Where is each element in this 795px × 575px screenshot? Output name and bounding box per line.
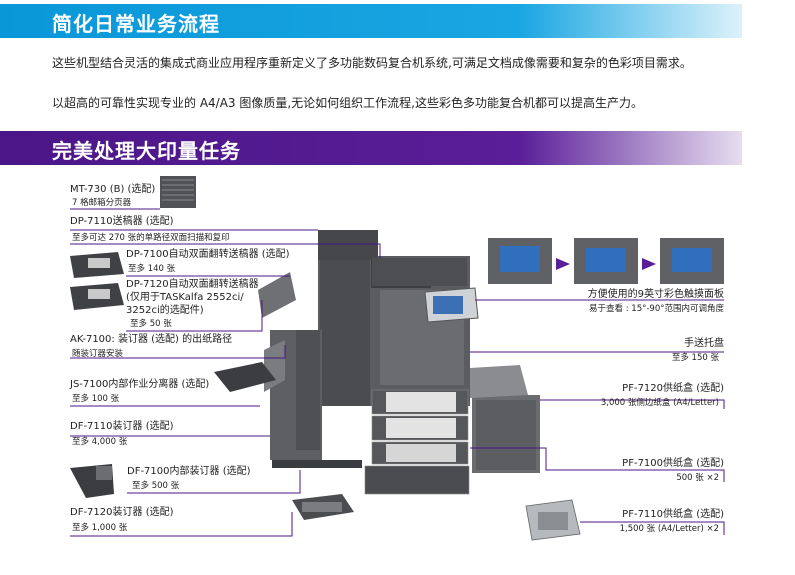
mt730-image	[160, 176, 196, 208]
option-bypass-name: 手送托盘	[684, 338, 724, 349]
option-dp7120-name-line2: (仅用于TASKalfa 2552ci/	[126, 292, 244, 303]
option-dp7110-name: DP-7110送稿器 (选配)	[70, 216, 174, 227]
df7100-image	[70, 464, 114, 498]
option-pf7120-name: PF-7120供纸盒 (选配)	[622, 383, 724, 394]
option-js7100-name: JS-7100内部作业分离器 (选配)	[70, 379, 210, 390]
section-banner-tasks: 完美处理大印量任务	[0, 131, 742, 165]
option-bypass-desc: 至多 150 张	[671, 353, 719, 363]
intro-paragraph-1: 这些机型结合灵活的集成式商业应用程序重新定义了多功能数码复合机系统,可满足文档成…	[52, 56, 692, 70]
option-js7100-desc: 至多 100 张	[72, 394, 120, 404]
option-dp7120-name: DP-7120自动双面翻转送稿器	[126, 279, 259, 290]
option-dp7120-desc: 至多 50 张	[130, 319, 172, 329]
option-pf7110-desc: 1,500 张 (A4/Letter) ×2	[619, 524, 719, 534]
section-title-workflow: 简化日常业务流程	[52, 12, 220, 36]
option-dp7100-name: DP-7100自动双面翻转送稿器 (选配)	[126, 249, 290, 260]
option-ak7100-name: AK-7100: 装订器 (选配) 的出纸路径	[70, 334, 233, 345]
dp7100-image	[70, 252, 124, 278]
js7100-image	[214, 362, 276, 392]
option-df7120-name: DF-7120装订器 (选配)	[70, 507, 174, 518]
option-pf7100-name: PF-7100供纸盒 (选配)	[622, 458, 724, 469]
option-mt730-name: MT-730 (B) (选配)	[70, 184, 156, 195]
df7120-image	[292, 494, 354, 520]
option-dp7100-desc: 至多 140 张	[128, 264, 176, 274]
section-banner-workflow: 简化日常业务流程	[0, 4, 742, 38]
option-df7110-desc: 至多 4,000 张	[72, 437, 128, 447]
intro-paragraph-2: 以超高的可靠性实现专业的 A4/A3 图像质量,无论如何组织工作流程,这些彩色多…	[52, 96, 643, 110]
option-df7100-desc: 至多 500 张	[132, 481, 180, 491]
option-pf7100-desc: 500 张 ×2	[676, 473, 719, 483]
side-paper-feeder-image	[470, 365, 540, 473]
option-pf7110-name: PF-7110供纸盒 (选配)	[622, 509, 724, 520]
dp7120-image	[70, 283, 124, 310]
option-pf7120-desc: 3,000 张侧边纸盒 (A4/Letter)	[600, 398, 719, 408]
finisher-image	[258, 272, 362, 468]
section-title-tasks: 完美处理大印量任务	[52, 139, 241, 163]
option-mt730-desc: 7 格邮箱分页器	[72, 198, 132, 208]
option-ak7100-desc: 随装订器安装	[72, 349, 124, 359]
option-df7120-desc: 至多 1,000 张	[72, 523, 128, 533]
option-panel-desc: 易于查看 : 15°-90°范围内可调角度	[589, 304, 724, 314]
mfp-main-body-image	[318, 230, 479, 495]
option-dp7110-desc: 至多可达 270 张的单路径双面扫描和复印	[72, 233, 230, 243]
option-dp7120-name-line3: 3252ci的选配件)	[126, 305, 204, 316]
option-df7110-name: DF-7110装订器 (选配)	[70, 421, 174, 432]
option-df7100-name: DF-7100内部装订器 (选配)	[127, 466, 251, 477]
pf7110-image	[525, 499, 581, 541]
touch-panel-images	[488, 238, 724, 284]
option-panel-name: 方便使用的9英寸彩色触摸面板	[587, 289, 724, 300]
